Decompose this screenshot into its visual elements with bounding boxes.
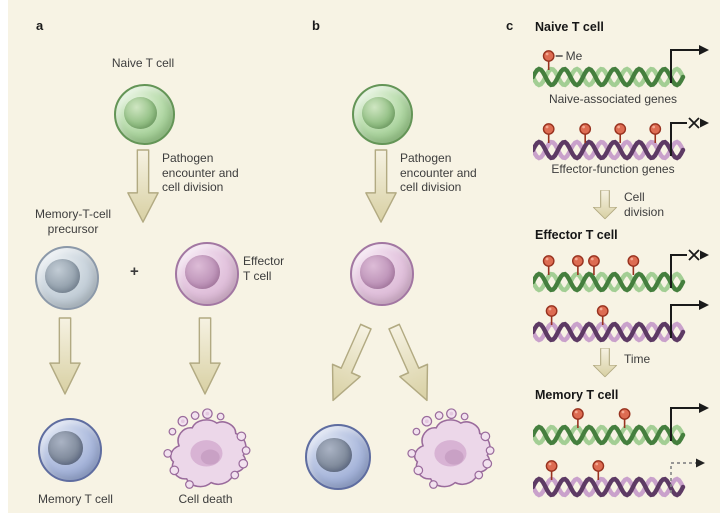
panel-a-dying-cell	[163, 408, 251, 490]
panel-a-plus-sign: +	[130, 263, 139, 280]
panel-a-precursor-cell	[35, 246, 99, 310]
panel-b-effector-cell	[350, 242, 414, 306]
panel-a-memory-label: Memory T cell	[38, 492, 113, 506]
panel-a-division-label: Pathogen encounter and cell division	[162, 151, 239, 195]
panel-b-memory-cell	[305, 424, 371, 490]
panel-a-letter: a	[36, 18, 44, 33]
panel-b-division-label: Pathogen encounter and cell division	[400, 151, 477, 195]
panel-a-naive-label: Naive T cell	[111, 56, 175, 70]
naive-genes-label: Naive-associated genes	[548, 92, 678, 106]
svg-text:Me: Me	[566, 49, 583, 63]
dna-row-memory-effector-genes	[530, 453, 711, 504]
dna-row-memory-naive-genes	[530, 401, 711, 452]
cell-nucleus	[123, 96, 158, 129]
panel-c-naive-heading: Naive T cell	[535, 20, 604, 34]
panel-b-dying-cell	[407, 408, 495, 490]
panel-a-effector-cell	[175, 242, 239, 306]
panel-b-letter: b	[312, 18, 320, 33]
panel-a-effector-label: Effector T cell	[243, 254, 285, 283]
panel-c-effector-heading: Effector T cell	[535, 228, 618, 242]
dna-row-effector-naive-genes	[530, 248, 711, 299]
cell-nucleus	[361, 96, 396, 129]
cell-division-label: Cell division	[624, 190, 665, 219]
panel-a-precursor-label: Memory-T-cell precursor	[34, 207, 111, 236]
panel-c-memory-heading: Memory T cell	[535, 388, 619, 402]
dna-row-effector-effector-genes	[530, 298, 711, 349]
dna-row-effector-function	[530, 116, 711, 167]
cell-nucleus	[360, 255, 396, 289]
panel-b-naive-cell	[352, 84, 413, 145]
panel-a-memory-cell	[38, 418, 102, 482]
cell-nucleus	[185, 255, 221, 289]
dna-row-naive-associated: Me	[530, 43, 711, 94]
panel-a-death-label: Cell death	[178, 492, 233, 506]
panel-a-memory-arrow-icon	[49, 317, 81, 395]
effector-genes-label: Effector-function genes	[551, 162, 675, 176]
cell-nucleus	[45, 259, 81, 293]
time-label: Time	[624, 352, 651, 366]
panel-a-naive-cell	[114, 84, 175, 145]
panel-a-death-arrow-icon	[189, 317, 221, 395]
time-arrow-icon	[592, 348, 618, 378]
panel-c-letter: c	[506, 18, 514, 33]
panel-b-division-arrow-icon	[365, 149, 397, 223]
cell-division-arrow-icon	[592, 190, 618, 220]
cell-nucleus	[48, 431, 84, 465]
cell-nucleus	[315, 437, 352, 473]
